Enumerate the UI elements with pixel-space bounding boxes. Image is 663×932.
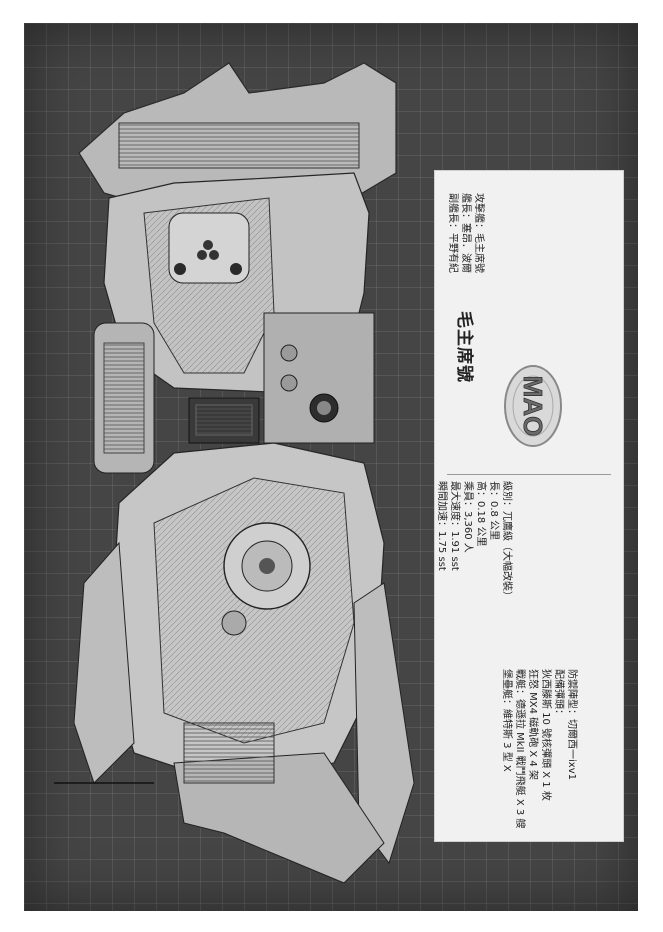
specs-arms: 防禦陣型：切爾西一ixv1 配備彈頭： 狄西滕斯 10 號核彈頭 X 1 枚 狂… — [500, 669, 578, 828]
info-panel-content: 攻擊艦：毛主席號 艦長：塞昂．波爾 副艦長：平野有紀 毛主席號 MAO 級別：兀… — [435, 171, 623, 841]
crew-list: 攻擊艦：毛主席號 艦長：塞昂．波爾 副艦長：平野有紀 — [446, 193, 485, 273]
spec-line: 高：0.18 公里 — [475, 481, 486, 547]
spec-line: 堡壘艇：維特斯 3 型 X — [501, 669, 512, 772]
bow — [173, 752, 385, 884]
crew-line: 攻擊艦：毛主席號 — [473, 193, 484, 273]
spec-line: 長：0.8 公里 — [488, 481, 499, 541]
left-strut — [73, 541, 135, 784]
blueprint-sheet: 攻擊艦：毛主席號 艦長：塞昂．波爾 副艦長：平野有紀 毛主席號 MAO 級別：兀… — [24, 23, 638, 911]
crew-line: 副艦長：平野有紀 — [447, 193, 458, 273]
spec-line: 狄西滕斯 10 號核彈頭 X 1 枚 — [540, 669, 551, 801]
spec-line: 最大速度：1.91 sst — [449, 481, 460, 571]
spec-line: 配備彈頭： — [553, 669, 564, 719]
logo-text: MAO — [518, 376, 548, 437]
spec-line: 戰艇：德遜拉 MkII 戰鬥飛艇 X 3 艘 — [514, 669, 525, 829]
info-panel: 攻擊艦：毛主席號 艦長：塞昂．波爾 副艦長：平野有紀 毛主席號 MAO 級別：兀… — [434, 170, 624, 842]
spec-line: 瞬間加速：1.75 sst — [436, 481, 447, 571]
mao-logo: MAO — [504, 365, 562, 447]
rear-vent — [118, 122, 360, 169]
spec-line: 乘員：3,360 人 — [462, 481, 473, 553]
specs-basic: 級別：兀鷹級（大幅改裝） 長：0.8 公里 高：0.18 公里 乘員：3,360… — [435, 481, 513, 601]
spec-line: 防禦陣型：切爾西一ixv1 — [566, 669, 577, 780]
ship-name: 毛主席號 — [454, 311, 474, 383]
right-pod — [263, 312, 375, 444]
right-strut — [353, 582, 415, 865]
panel-divider — [447, 474, 611, 475]
spec-line: 級別：兀鷹級（大幅改裝） — [501, 481, 512, 601]
crew-line: 艦長：塞昂．波爾 — [460, 193, 471, 273]
spec-line: 狂怒 MX4 磁軌砲 X 4 架 — [527, 669, 538, 780]
ship-blueprint — [54, 62, 415, 884]
